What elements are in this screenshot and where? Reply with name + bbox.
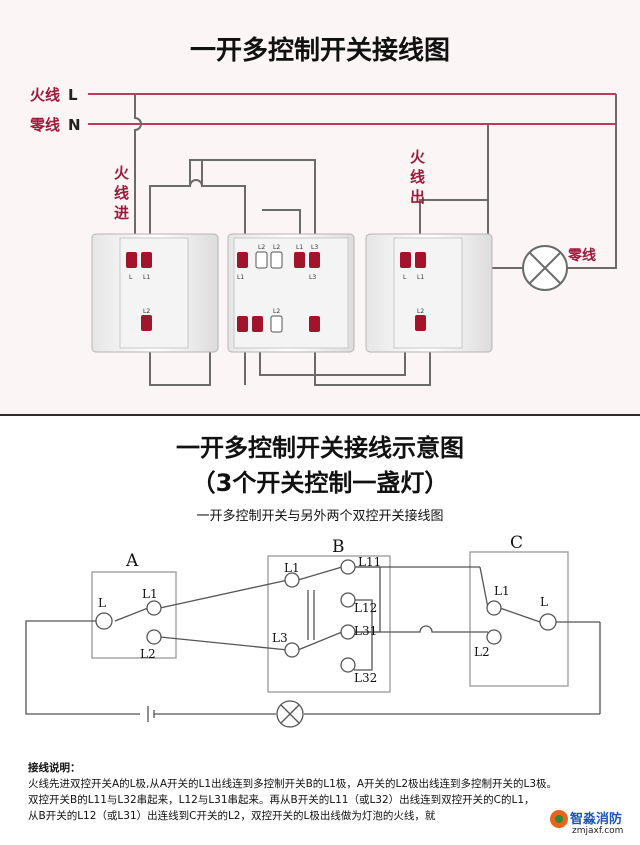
live-letter: L <box>68 86 78 104</box>
terminal-label: L2 <box>273 244 280 251</box>
logo-leaf-icon <box>555 815 563 823</box>
live-out-char-2: 线 <box>410 168 425 186</box>
lamp-icon <box>522 245 568 291</box>
lamp-neutral-label: 零线 <box>567 247 596 264</box>
left-switch-plate: L L1 L2 <box>91 233 219 353</box>
logo-brand: 智淼消防 <box>570 812 623 827</box>
live-in-char-1: 火 <box>114 164 130 182</box>
schematic-labels: A L L1 L2 B L1 L3 L11 L12 L31 L32 C L1 L… <box>98 533 548 685</box>
terminal-label: L1 <box>237 274 244 281</box>
terminal-label: L2 <box>258 244 265 251</box>
schematic-wires <box>25 551 601 722</box>
switch-b-name: B <box>332 537 345 557</box>
notes-line: 火线先进双控开关A的L极,从A开关的L1出线连到多控制开关B的L1极，A开关的L… <box>28 778 558 790</box>
site-logo: 智淼消防 zmjaxf.com <box>548 806 640 842</box>
panel-divider <box>0 414 640 416</box>
terminal-label: L12 <box>354 601 377 615</box>
bottom-title-sub: （3个开关控制一盏灯） <box>191 469 449 497</box>
top-title: 一开多控制开关接线图 <box>189 36 450 66</box>
logo-url: zmjaxf.com <box>572 826 624 836</box>
bottom-title: 一开多控制开关接线示意图 <box>176 434 464 462</box>
bottom-panel <box>0 416 640 845</box>
terminal-label: L1 <box>142 587 158 601</box>
terminal-label: L32 <box>354 671 377 685</box>
terminal-label: L1 <box>417 274 424 281</box>
terminal-label: L <box>540 595 548 609</box>
live-out-char-3: 出 <box>410 188 425 206</box>
terminal-label: L3 <box>311 244 318 251</box>
terminal-label: L1 <box>143 274 150 281</box>
terminal-label: L1 <box>296 244 303 251</box>
live-label: 火线 <box>30 86 60 104</box>
live-in-char-2: 线 <box>114 184 129 202</box>
terminal-label: L2 <box>140 647 156 661</box>
live-in-char-3: 进 <box>114 204 129 222</box>
terminal-label: L1 <box>284 561 300 575</box>
wiring-notes: 接线说明： 火线先进双控开关A的L极,从A开关的L1出线连到多控制开关B的L1极… <box>28 760 632 824</box>
switch-a-name: A <box>125 551 139 571</box>
terminal-label: L2 <box>273 308 280 315</box>
live-out-char-1: 火 <box>410 148 426 166</box>
neutral-label: 零线 <box>29 116 60 134</box>
right-switch-plate: L L1 L2 <box>365 233 493 353</box>
bottom-subtitle: 一开多控制开关与另外两个双控开关接线图 <box>196 509 444 524</box>
schematic-lamp-icon <box>276 700 304 728</box>
terminal-label: L3 <box>309 274 316 281</box>
terminal-label: L <box>98 596 106 610</box>
terminal-label: L3 <box>272 631 288 645</box>
terminal-label: L31 <box>354 624 377 638</box>
terminal-label: L2 <box>474 645 490 659</box>
schematic-terminals <box>95 559 557 673</box>
terminal-label: L <box>403 274 407 281</box>
notes-heading: 接线说明： <box>28 762 81 774</box>
notes-line: 双控开关B的L11与L32串起来，L12与L31串起来。再从B开关的L11（或L… <box>28 794 535 806</box>
middle-switch-plate: L2 L2 L1 L3 L1 L3 L2 <box>227 233 355 353</box>
neutral-letter: N <box>68 116 81 134</box>
terminal-label: L11 <box>358 555 381 569</box>
terminal-label: L1 <box>494 584 510 598</box>
terminal-label: L <box>129 274 133 281</box>
terminal-label: L2 <box>143 308 150 315</box>
terminal-label: L2 <box>417 308 424 315</box>
switch-c-name: C <box>510 533 523 553</box>
notes-line: 从B开关的L12（或L31）出连线到C开关的L2，双控开关的L极出线做为灯泡的火… <box>28 810 436 822</box>
